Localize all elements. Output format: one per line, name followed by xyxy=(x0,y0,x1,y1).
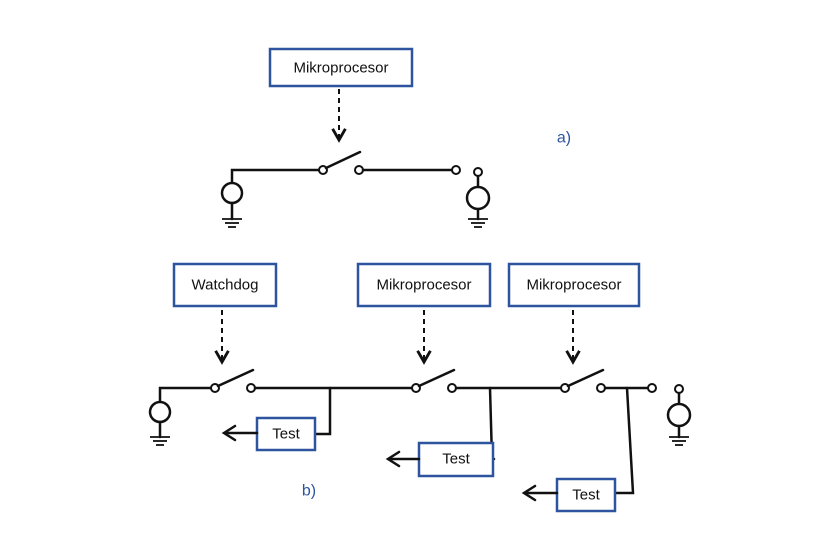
panel-label-b: b) xyxy=(302,483,316,500)
test-label-2: Test xyxy=(442,451,470,468)
controller-label-a: Mikroprocesor xyxy=(293,60,388,77)
output-terminal-b xyxy=(647,383,657,393)
controller-box-mikroprocesor-2: Mikroprocesor xyxy=(507,262,641,308)
switch-a xyxy=(318,150,461,175)
panel-b: Watchdog Mikroprocesor Mikroprocesor xyxy=(148,262,692,513)
controller-label-b2: Mikroprocesor xyxy=(376,277,471,294)
panel-label-a: a) xyxy=(557,130,571,147)
controller-box-mikroprocesor-1: Mikroprocesor xyxy=(356,262,492,308)
output-right-b xyxy=(666,384,692,446)
source-left-b xyxy=(148,386,216,446)
switch-b3 xyxy=(560,368,606,393)
test-branch-1: Test xyxy=(221,386,332,452)
controller-label-b1: Watchdog xyxy=(192,277,259,294)
controller-label-b3: Mikroprocesor xyxy=(526,277,621,294)
source-left-a xyxy=(220,168,321,228)
switch-b2 xyxy=(411,368,457,393)
test-branch-2: Test xyxy=(385,386,496,478)
test-label-3: Test xyxy=(572,487,600,504)
controller-box-watchdog: Watchdog xyxy=(172,262,278,308)
panel-a: Mikroprocesor a) xyxy=(220,47,571,228)
test-label-1: Test xyxy=(272,426,300,443)
test-branch-3: Test xyxy=(521,386,635,513)
output-right-a xyxy=(465,167,491,228)
controller-box-a: Mikroprocesor xyxy=(268,47,414,88)
switch-b1 xyxy=(210,368,256,393)
